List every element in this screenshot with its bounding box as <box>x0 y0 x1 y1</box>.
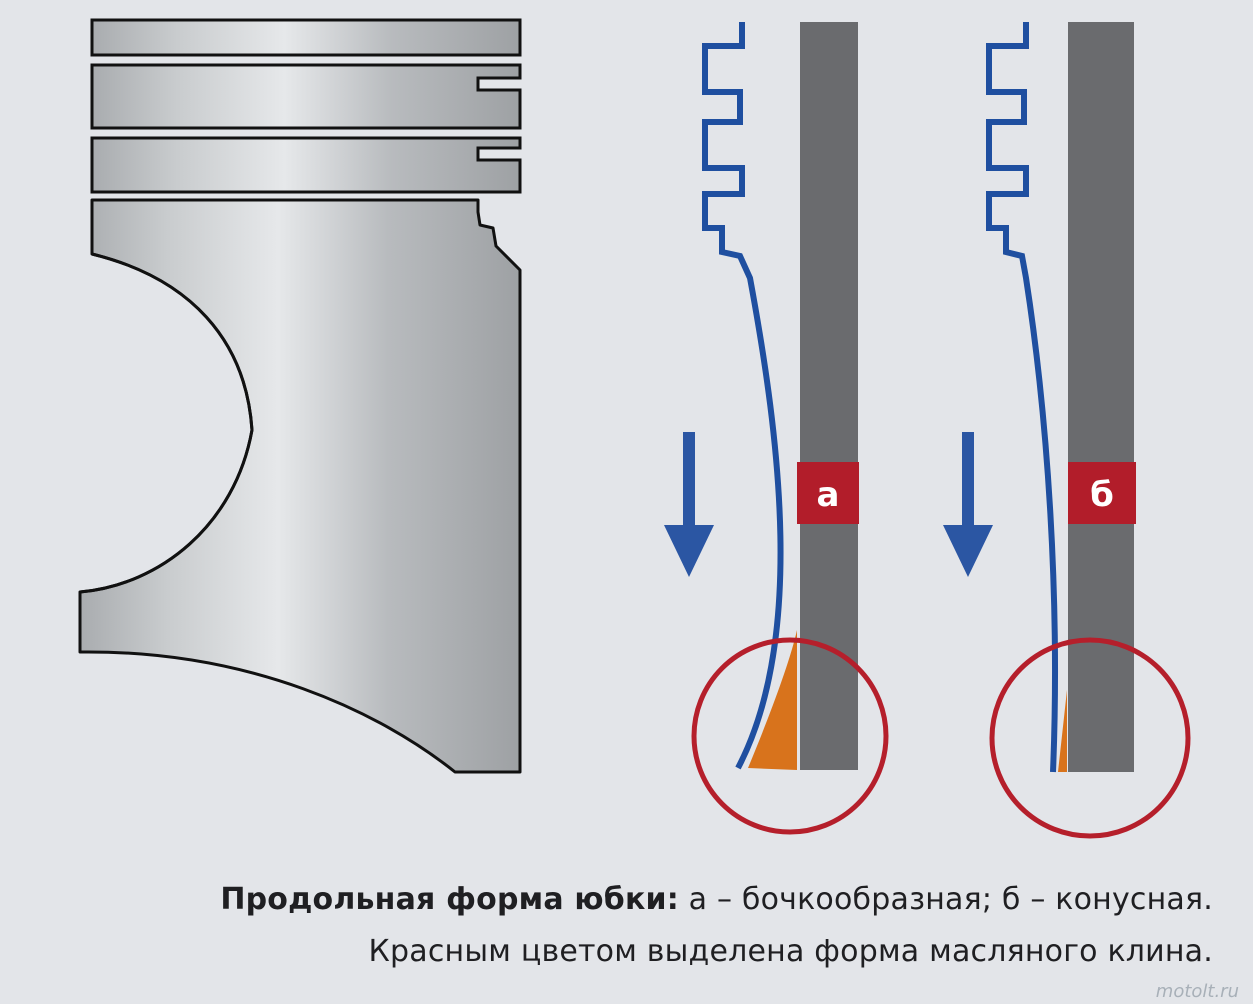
skirt-profile-b <box>986 22 1058 773</box>
watermark: motolt.ru <box>1155 981 1239 1002</box>
piston-body <box>78 198 522 774</box>
caption-title: Продольная форма юбки: <box>220 882 679 917</box>
oil-wedge-b <box>1058 690 1067 772</box>
label-a: а <box>817 475 840 515</box>
variant-a-group: а <box>664 22 889 835</box>
caption-line-1: Продольная форма юбки: а – бочкообразная… <box>220 882 1213 917</box>
caption-line-1-text: а – бочкообразная; б – конусная. <box>688 882 1213 917</box>
piston-land-top <box>90 18 522 57</box>
variant-b-group: б <box>943 22 1191 839</box>
piston <box>78 18 522 774</box>
highlight-circle-a <box>691 637 889 835</box>
piston-land-2 <box>90 63 522 130</box>
label-b-box <box>1068 462 1136 524</box>
oil-wedge-a <box>748 630 797 770</box>
piston-pin-boss-edge <box>79 252 254 594</box>
down-arrow-b <box>943 432 993 577</box>
label-b: б <box>1090 475 1114 515</box>
highlight-circle-b <box>989 637 1191 839</box>
piston-land-3 <box>90 136 522 194</box>
caption-line-2: Красным цветом выделена форма масляного … <box>368 934 1213 969</box>
skirt-profile-a <box>702 22 784 770</box>
label-a-box <box>797 462 859 524</box>
cylinder-wall-a <box>800 22 858 770</box>
down-arrow-a <box>664 432 714 577</box>
cylinder-wall-b <box>1068 22 1134 772</box>
